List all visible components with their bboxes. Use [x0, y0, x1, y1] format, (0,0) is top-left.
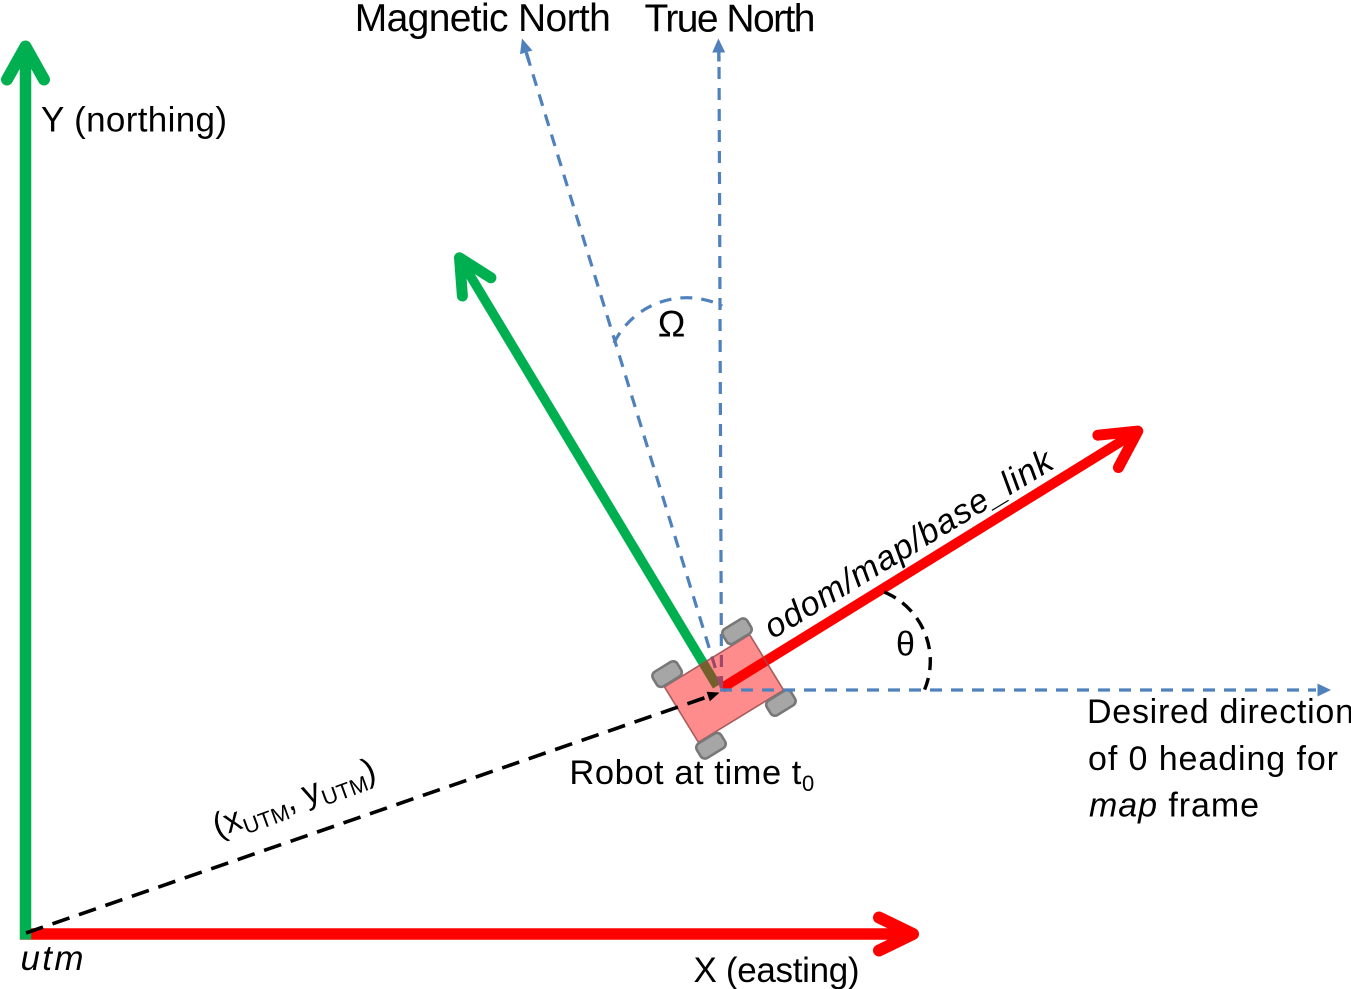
svg-text:Ω: Ω	[658, 304, 686, 345]
svg-text:of 0 heading for: of 0 heading for	[1088, 740, 1338, 778]
svg-text:map frame: map frame	[1089, 786, 1259, 824]
svg-text:Robot at time t0: Robot at time t0	[569, 754, 814, 796]
svg-text:θ: θ	[896, 626, 915, 664]
svg-text:X (easting): X (easting)	[694, 951, 860, 989]
svg-text:utm: utm	[21, 939, 84, 978]
svg-text:odom/map/base_link: odom/map/base_link	[757, 441, 1061, 646]
svg-text:Magnetic North: Magnetic North	[355, 0, 611, 40]
svg-text:True North: True North	[645, 0, 816, 41]
svg-text:(xUTM, yUTM): (xUTM, yUTM)	[207, 751, 382, 849]
svg-text:Y (northing): Y (northing)	[41, 101, 227, 140]
svg-text:Desired direction: Desired direction	[1087, 693, 1351, 731]
